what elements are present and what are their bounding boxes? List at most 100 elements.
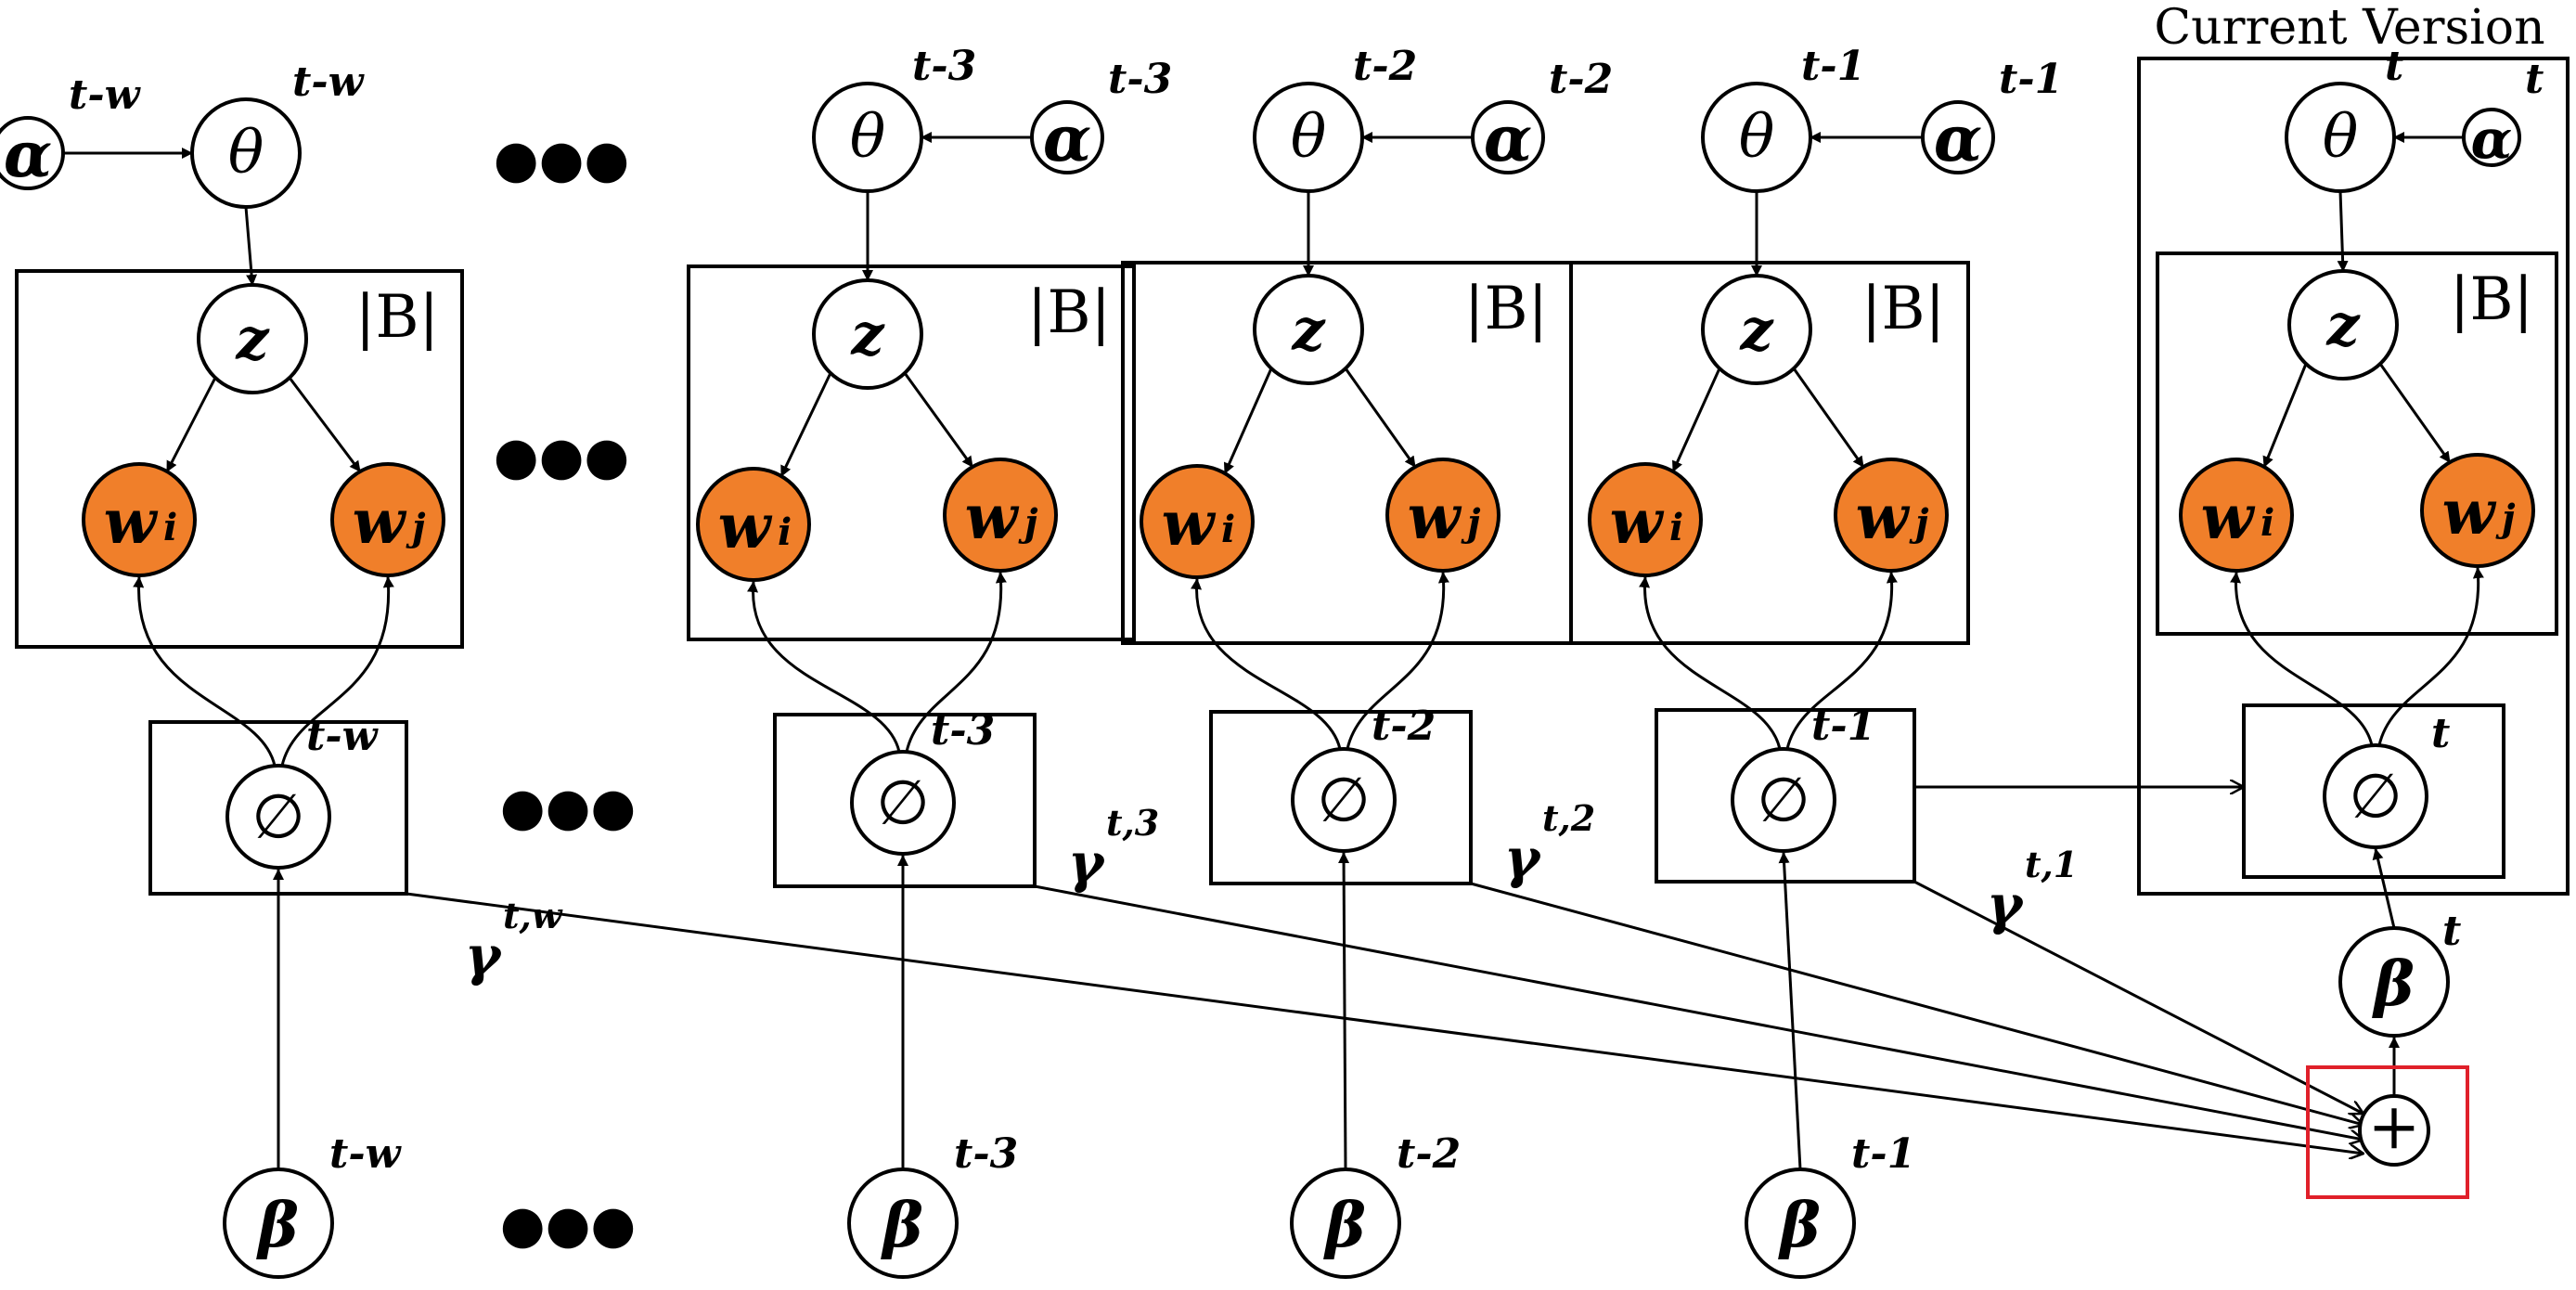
- ellipsis-theta-row: ●●●: [494, 130, 630, 190]
- phi-symbol: ∅: [2349, 761, 2402, 832]
- z-symbol: z: [850, 301, 885, 368]
- theta-symbol: θ: [1291, 103, 1327, 172]
- z-to-wj-edge: [288, 377, 362, 472]
- gamma-edge-t-w: [406, 892, 2363, 1154]
- z-to-wi-edge: [1671, 368, 1721, 472]
- z-node: [2287, 269, 2399, 381]
- plate-label: |B|: [355, 283, 439, 352]
- wi-node: [82, 462, 197, 577]
- z-to-wi-edge: [165, 377, 217, 472]
- wj-node: [1834, 458, 1949, 573]
- z-node: [1253, 274, 1364, 385]
- gamma-superscript: t,1: [2025, 844, 2078, 885]
- alpha-symbol: α: [1934, 102, 1982, 176]
- phi-superscript: t-3: [931, 707, 995, 755]
- theta-superscript: t-2: [1353, 43, 1417, 90]
- z-to-wj-edge: [1792, 368, 1865, 468]
- phi-superscript: t-w: [306, 713, 380, 760]
- alpha-symbol: α: [4, 118, 52, 192]
- beta-current-to-phi-edge: [2372, 848, 2396, 929]
- sum-node: [2358, 1094, 2430, 1167]
- phi-superscript: t-1: [1811, 703, 1875, 750]
- phi-to-wi-edge: [1191, 578, 1342, 750]
- gamma-edge-t-3: [1034, 884, 2363, 1140]
- alpha-superscript: t: [2525, 56, 2544, 103]
- beta-current-superscript: t: [2442, 908, 2461, 955]
- alpha-superscript: t-2: [1549, 56, 1613, 103]
- ellipsis-beta-row: ●●●: [500, 1195, 637, 1256]
- z-to-wi-edge: [2262, 363, 2308, 468]
- alpha-symbol: α: [1043, 102, 1091, 176]
- wi-subscript: i: [1221, 508, 1235, 551]
- phi-node: [2323, 743, 2428, 849]
- alpha-superscript: t-w: [69, 71, 142, 119]
- plate-B: [2156, 252, 2558, 636]
- z-symbol: z: [2325, 291, 2361, 359]
- phi-to-wj-edge: [1785, 572, 1898, 750]
- beta-superscript: t-w: [329, 1130, 403, 1178]
- phi-symbol: ∅: [876, 768, 930, 839]
- wi-subscript: i: [163, 506, 177, 549]
- gamma-edge-t-1: [1913, 880, 2363, 1114]
- current-version-label: Current Version: [2154, 0, 2544, 56]
- phi-to-wj-edge: [905, 572, 1007, 753]
- z-to-wj-edge: [903, 372, 974, 468]
- z-to-wj-edge: [2378, 363, 2452, 463]
- theta-symbol: θ: [228, 119, 264, 187]
- phi-to-wj-edge: [2377, 567, 2484, 746]
- wj-node: [330, 462, 445, 577]
- wi-symbol: w: [2201, 481, 2256, 553]
- plate-B: [1569, 261, 1970, 645]
- wi-symbol: w: [104, 485, 159, 558]
- beta-symbol: β: [1322, 1189, 1366, 1261]
- theta-superscript: t-w: [292, 58, 366, 106]
- wi-symbol: w: [1610, 485, 1665, 558]
- wi-node: [1140, 464, 1255, 579]
- theta-superscript: t-3: [912, 43, 976, 90]
- z-symbol: z: [235, 305, 270, 373]
- theta-to-z-edge: [2337, 190, 2349, 272]
- plate-B: [687, 264, 1136, 641]
- wi-node: [1588, 462, 1703, 577]
- wj-symbol: w: [353, 485, 407, 558]
- theta-superscript: t: [2385, 43, 2403, 90]
- beta-symbol: β: [880, 1189, 923, 1261]
- theta-superscript: t-1: [1801, 43, 1865, 90]
- alpha-superscript: t-1: [1999, 56, 2063, 103]
- wj-symbol: w: [2442, 476, 2497, 548]
- z-node: [197, 283, 308, 394]
- wi-symbol: w: [1162, 487, 1217, 560]
- ellipsis-phi-row: ●●●: [500, 778, 637, 838]
- beta-superscript: t-3: [954, 1130, 1018, 1178]
- wi-subscript: i: [1669, 506, 1683, 549]
- beta-symbol: β: [255, 1189, 299, 1261]
- theta-to-z-edge: [244, 206, 258, 286]
- phi-symbol: ∅: [251, 781, 305, 853]
- alpha-superscript: t-3: [1108, 56, 1172, 103]
- z-to-wi-edge: [1223, 368, 1273, 474]
- wj-symbol: w: [965, 481, 1020, 553]
- wi-symbol: w: [718, 490, 773, 562]
- wj-symbol: w: [1856, 481, 1911, 553]
- phi-superscript: t: [2431, 710, 2450, 757]
- phi-to-wi-edge: [1639, 576, 1782, 750]
- wj-symbol: w: [1408, 481, 1462, 553]
- phi-node: [1731, 747, 1836, 853]
- ellipsis-plate-row: ●●●: [494, 427, 630, 487]
- phi-to-wi-edge: [747, 581, 901, 753]
- gamma-edge-t-2: [1470, 882, 2363, 1125]
- sum-symbol: +: [2368, 1091, 2421, 1165]
- phi-symbol: ∅: [1317, 765, 1371, 836]
- wj-node: [1385, 458, 1501, 573]
- gamma-superscript: t,2: [1542, 797, 1595, 839]
- z-symbol: z: [1291, 296, 1326, 364]
- gamma-symbol: γ: [1068, 832, 1106, 895]
- gamma-superscript: t,w: [503, 895, 563, 936]
- z-symbol: z: [1739, 296, 1774, 364]
- phi-plate: [1209, 710, 1473, 885]
